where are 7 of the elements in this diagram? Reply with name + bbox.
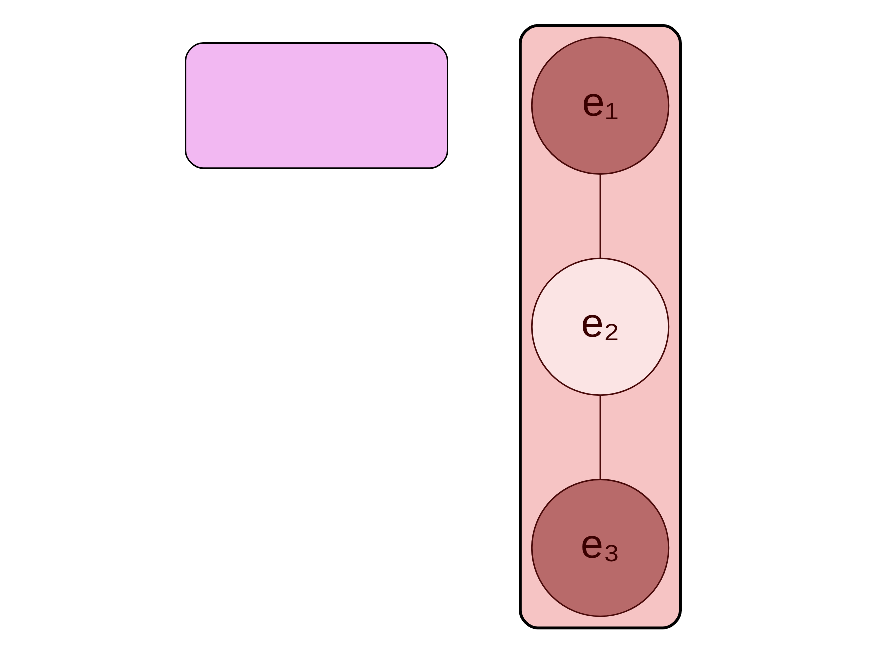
node-circle: e₂ <box>530 258 670 396</box>
node-circle: e₁ <box>530 36 670 175</box>
cluster <box>518 24 682 630</box>
node-cloud <box>184 42 448 170</box>
connector <box>599 174 601 258</box>
node-circle: e₃ <box>530 479 670 618</box>
connector <box>599 396 601 480</box>
